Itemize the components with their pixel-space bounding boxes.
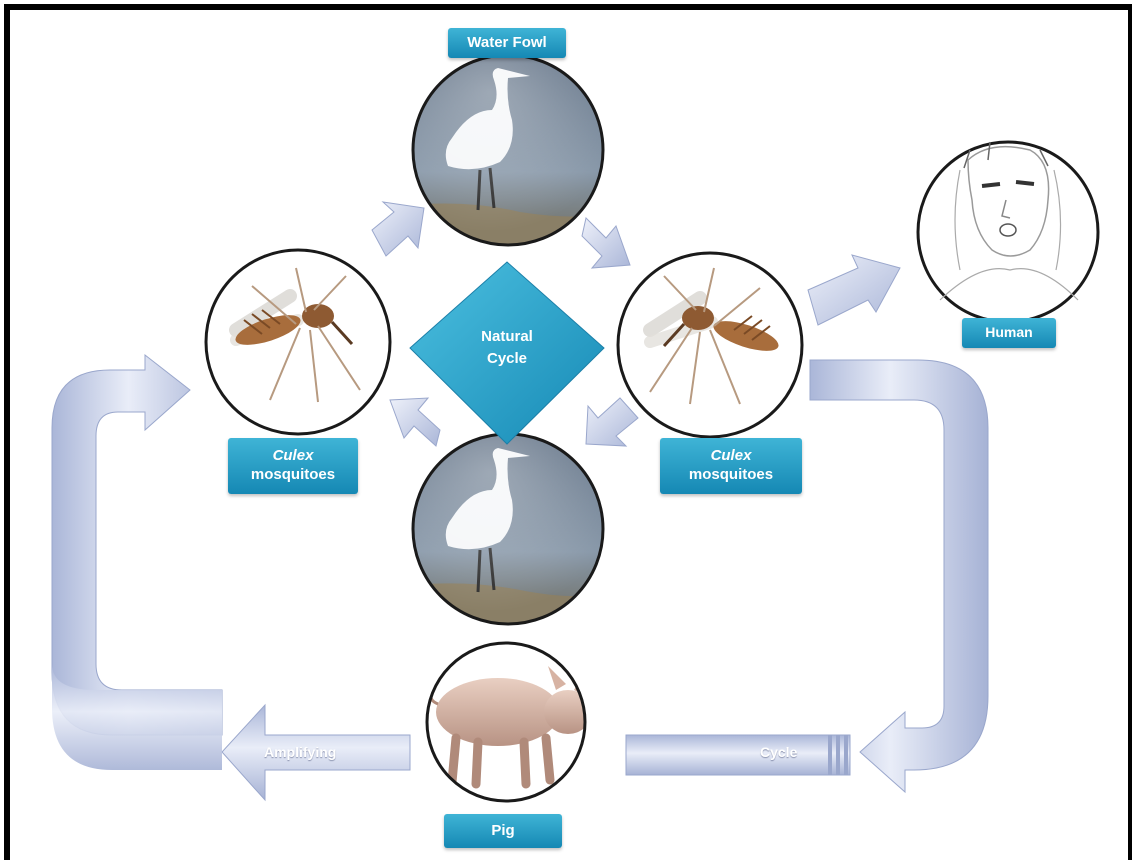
cycle-arrow-up-from-bottom xyxy=(390,398,440,446)
to-human-arrow xyxy=(808,255,900,325)
human-sketch-picture xyxy=(918,142,1098,322)
culex-left-line2: mosquitoes xyxy=(251,466,335,485)
culex-right-line1: Culex xyxy=(711,447,752,466)
egret-picture-bottom xyxy=(410,432,610,632)
natural-cycle-line2: Cycle xyxy=(487,348,527,370)
pig-text: Pig xyxy=(491,822,514,841)
pig-label: Pig xyxy=(444,814,562,848)
cycle-arrow-down-left xyxy=(586,398,638,446)
amplifying-loop-arrow xyxy=(52,355,410,800)
pig-picture xyxy=(427,643,600,801)
mosquito-picture-left xyxy=(206,250,390,434)
mosquito-picture-right xyxy=(618,253,802,437)
culex-left-label: Culex mosquitoes xyxy=(228,438,358,494)
water-fowl-label: Water Fowl xyxy=(448,28,566,58)
human-text: Human xyxy=(985,324,1032,342)
cycle-arrow-up-left xyxy=(372,202,424,256)
egret-picture-top xyxy=(410,52,610,252)
culex-left-line1: Culex xyxy=(273,447,314,466)
natural-cycle-line1: Natural xyxy=(481,326,533,348)
cycle-text: Cycle xyxy=(760,744,797,760)
water-fowl-text: Water Fowl xyxy=(467,34,546,53)
cycle-arrow-down-right xyxy=(582,218,630,268)
culex-right-label: Culex mosquitoes xyxy=(660,438,802,494)
amplifying-text: Amplifying xyxy=(264,744,336,760)
culex-right-line2: mosquitoes xyxy=(689,466,773,485)
natural-cycle-label: Natural Cycle xyxy=(432,318,582,378)
human-label: Human xyxy=(962,318,1056,348)
